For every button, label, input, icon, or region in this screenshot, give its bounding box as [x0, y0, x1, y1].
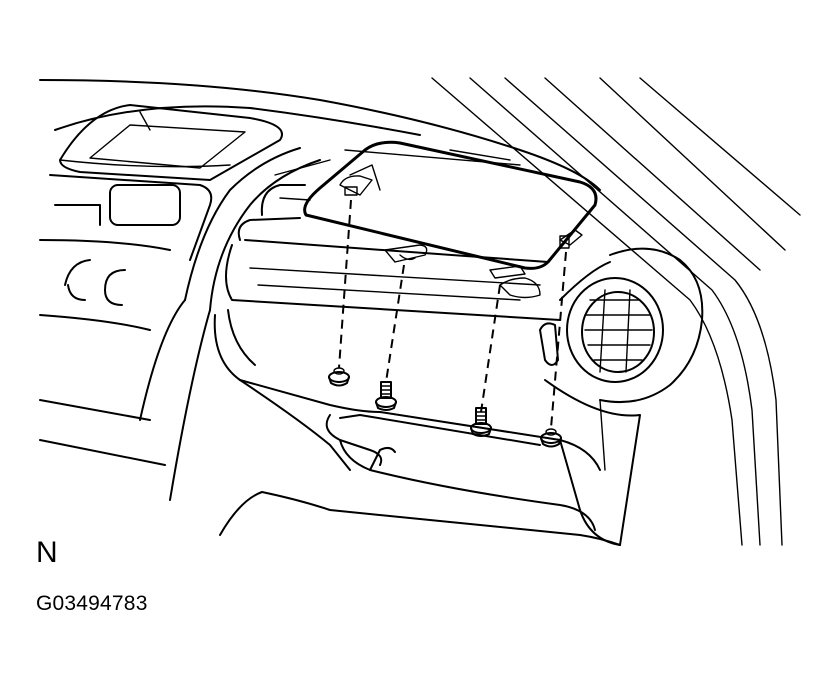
dashboard-diagram [39, 77, 801, 546]
center-panel [225, 159, 561, 321]
bolt-1 [375, 381, 397, 411]
airbag-door [303, 140, 598, 270]
meter-hood [59, 104, 283, 181]
view-label: N [36, 536, 58, 569]
figure-id: G03494783 [36, 592, 148, 615]
nut-1 [328, 367, 350, 387]
mounting-brackets [339, 164, 583, 299]
side-air-vent [539, 247, 704, 546]
nut-2 [540, 428, 562, 448]
lower-panel [213, 309, 621, 546]
steering-spoke [39, 147, 321, 536]
instrument-cluster [39, 174, 213, 331]
installation-guide-lines [338, 199, 567, 429]
dashboard-top [39, 79, 601, 191]
fasteners [328, 367, 562, 448]
windshield-pillar [431, 77, 801, 546]
bolt-2 [470, 407, 492, 437]
